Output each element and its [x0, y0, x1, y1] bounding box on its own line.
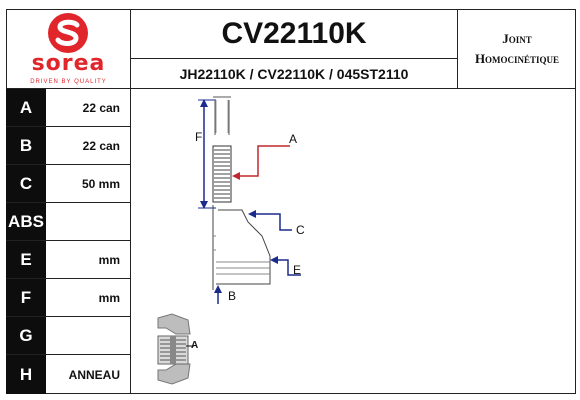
cv-joint-diagram: F A [157, 96, 305, 385]
spec-letter: C [6, 165, 46, 202]
category-line-2: Homocinétique [474, 50, 560, 66]
brand-tagline: DRIVEN BY QUALITY [30, 79, 107, 85]
arrow-b [214, 285, 222, 304]
logo-emblem-icon [48, 13, 88, 53]
label-e: E [293, 263, 301, 277]
spec-letter: A [6, 89, 46, 126]
spec-row-abs: ABS [6, 203, 131, 241]
label-f: F [195, 130, 202, 144]
spline-section [212, 145, 232, 203]
spec-row-h: H ANNEAU [6, 355, 131, 394]
spec-letter: F [6, 279, 46, 316]
circlip-inset-icon [157, 313, 194, 385]
label-a: A [289, 132, 297, 146]
spec-row-b: B 22 can [6, 127, 131, 165]
spec-row-c: C 50 mm [6, 165, 131, 203]
dimension-f [198, 99, 216, 209]
spec-value [46, 203, 130, 240]
spec-letter: H [6, 355, 46, 394]
inset-label-a: A [191, 340, 198, 351]
spec-value: mm [98, 290, 120, 305]
brand-logo: sorea DRIVEN BY QUALITY [6, 9, 131, 89]
spec-value: 22 can [82, 100, 120, 115]
cross-references: JH22110K / CV22110K / 045ST2110 [131, 59, 458, 89]
part-number: CV22110K [131, 9, 458, 59]
label-b: B [228, 289, 236, 303]
product-category: Joint Homocinétique [458, 9, 576, 89]
spec-letter: G [6, 317, 46, 354]
shaft-outline [213, 96, 231, 135]
spec-row-g: G [6, 317, 131, 355]
arrow-e [270, 256, 301, 276]
arrow-c [248, 210, 292, 231]
spec-letter: E [6, 241, 46, 278]
category-line-1: Joint [502, 30, 532, 46]
spec-value: 50 mm [81, 176, 120, 191]
arrow-a [232, 145, 290, 180]
spec-letter: ABS [6, 203, 46, 240]
spec-value [46, 317, 130, 354]
spec-value: ANNEAU [68, 367, 120, 382]
spec-value: 22 can [82, 138, 120, 153]
spec-row-a: A 22 can [6, 89, 131, 127]
spec-row-e: E mm [6, 241, 131, 279]
spec-value: mm [98, 252, 120, 267]
brand-name: sorea [31, 51, 106, 76]
label-c: C [296, 223, 305, 237]
spec-row-f: F mm [6, 279, 131, 317]
joint-bell-outline [212, 205, 271, 290]
spec-letter: B [6, 127, 46, 164]
